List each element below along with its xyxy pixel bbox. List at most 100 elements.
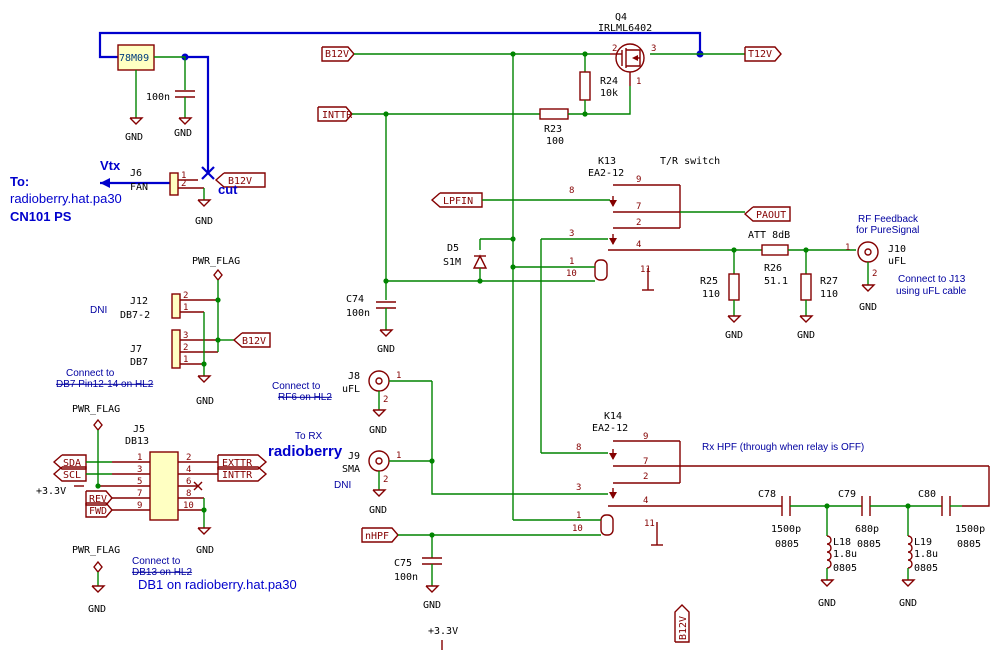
annotation-cut: cut <box>218 182 238 197</box>
pwr-flag-j12: PWR_FLAG <box>192 256 240 300</box>
annotation-pa30: radioberry.hat.pa30 <box>10 191 122 206</box>
note-connect-j13: Connect to J13 <box>898 274 966 285</box>
note-db7-pin: DB7 Pin12-14 on HL2 <box>56 379 154 390</box>
svg-text:R26: R26 <box>764 263 782 274</box>
svg-text:2: 2 <box>872 269 877 279</box>
svg-text:INTTR: INTTR <box>222 470 253 481</box>
svg-text:3: 3 <box>183 331 188 341</box>
svg-text:J10: J10 <box>888 244 906 255</box>
svg-text:1500p: 1500p <box>771 524 801 535</box>
t-r-switch-label: T/R switch <box>660 156 720 167</box>
svg-text:0805: 0805 <box>833 563 857 574</box>
svg-text:1: 1 <box>396 451 401 461</box>
svg-text:7: 7 <box>643 457 648 467</box>
svg-text:7: 7 <box>636 202 641 212</box>
svg-text:DB7: DB7 <box>130 357 148 368</box>
svg-text:uFL: uFL <box>342 384 360 395</box>
svg-text:B12V: B12V <box>325 49 349 60</box>
svg-text:FAN: FAN <box>130 182 148 193</box>
svg-text:2: 2 <box>636 218 641 228</box>
svg-text:680p: 680p <box>855 524 879 535</box>
svg-text:FWD: FWD <box>89 506 107 517</box>
svg-text:1: 1 <box>137 453 142 463</box>
svg-text:5: 5 <box>137 477 142 487</box>
svg-text:PWR_FLAG: PWR_FLAG <box>192 256 240 267</box>
gnd-symbol: GND <box>818 579 836 609</box>
net-label-lpfin: LPFIN <box>430 192 483 208</box>
svg-text:9: 9 <box>137 501 142 511</box>
svg-text:10k: 10k <box>600 88 618 99</box>
svg-text:GND: GND <box>818 598 836 609</box>
svg-text:C74: C74 <box>346 294 364 305</box>
svg-text:0805: 0805 <box>957 539 981 550</box>
net-label-scl: SCL <box>52 466 87 482</box>
net-label-inttr-j5: INTTR <box>217 466 268 482</box>
svg-text:GND: GND <box>174 128 192 139</box>
svg-text:R24: R24 <box>600 76 618 87</box>
svg-text:2: 2 <box>183 291 188 301</box>
annotation-vtx: Vtx <box>100 158 121 173</box>
svg-text:8: 8 <box>186 489 191 499</box>
svg-text:SCL: SCL <box>63 470 81 481</box>
att-label: ATT 8dB <box>748 230 790 241</box>
note-connect-rf6: Connect to <box>272 381 321 392</box>
svg-text:GND: GND <box>797 330 815 341</box>
svg-text:GND: GND <box>899 598 917 609</box>
svg-text:110: 110 <box>820 289 838 300</box>
capacitor-c80: C80 1500p 0805 <box>918 489 985 550</box>
k13-ref: K13 <box>598 156 616 167</box>
svg-text:R23: R23 <box>544 124 562 135</box>
svg-text:C78: C78 <box>758 489 776 500</box>
k13-val: EA2-12 <box>588 168 624 179</box>
note-rf6-hl2: RF6 on HL2 <box>278 392 332 403</box>
diode-d5: D5 S1M <box>443 238 513 281</box>
resistor-r23: R23 100 <box>539 108 585 147</box>
svg-text:J12: J12 <box>130 296 148 307</box>
svg-text:LPFIN: LPFIN <box>443 196 473 207</box>
annotation-radioberry: radioberry <box>268 443 343 460</box>
svg-text:PAOUT: PAOUT <box>756 210 786 221</box>
svg-text:0805: 0805 <box>857 539 881 550</box>
note-connect-db13: Connect to <box>132 556 181 567</box>
capacitor-c74: C74 100n <box>346 294 396 330</box>
svg-text:2: 2 <box>183 343 188 353</box>
svg-text:IRLML6402: IRLML6402 <box>598 23 652 34</box>
gnd-symbol: GND <box>725 315 743 341</box>
svg-text:nHPF: nHPF <box>365 531 389 542</box>
pwr-flag-j5: PWR_FLAG <box>72 404 120 484</box>
svg-text:3: 3 <box>651 44 656 54</box>
svg-text:0805: 0805 <box>775 539 799 550</box>
regulator-78m09: 78M09 100n <box>117 44 195 118</box>
resistor-r27: R27 110 <box>800 250 838 316</box>
svg-text:4: 4 <box>636 240 641 250</box>
inductor-l18: L18 1.8u 0805 <box>826 506 857 580</box>
svg-text:B12V: B12V <box>242 336 266 347</box>
svg-text:11: 11 <box>640 265 651 275</box>
svg-text:1: 1 <box>576 511 581 521</box>
blue-mod-wiring <box>98 31 704 188</box>
svg-text:2: 2 <box>643 472 648 482</box>
svg-text:51.1: 51.1 <box>764 276 788 287</box>
net-label-sda: SDA <box>52 454 87 470</box>
gnd-symbol: GND <box>369 489 387 516</box>
svg-text:3: 3 <box>137 465 142 475</box>
connector-j9-sma: 1 2 J9 SMA <box>342 450 432 490</box>
svg-text:2: 2 <box>181 179 186 189</box>
gnd-symbol: GND <box>369 409 387 436</box>
svg-text:1: 1 <box>845 243 850 253</box>
note-db13-hl2: DB13 on HL2 <box>132 567 192 578</box>
svg-text:1500p: 1500p <box>955 524 985 535</box>
svg-text:GND: GND <box>195 216 213 227</box>
net-label-paout: PAOUT <box>743 206 791 222</box>
svg-text:2: 2 <box>383 475 388 485</box>
svg-text:GND: GND <box>369 505 387 516</box>
net-label-b12v-top: B12V <box>321 46 355 62</box>
svg-text:78M09: 78M09 <box>119 53 149 64</box>
relay-k14: 9 7 2 4 8 3 1 10 11 <box>572 432 989 546</box>
gnd-symbol: GND <box>196 375 214 407</box>
svg-text:100n: 100n <box>146 92 170 103</box>
svg-text:C80: C80 <box>918 489 936 500</box>
gnd-symbol: GND <box>88 585 106 615</box>
note-rf-feedback: RF Feedback <box>858 214 919 225</box>
